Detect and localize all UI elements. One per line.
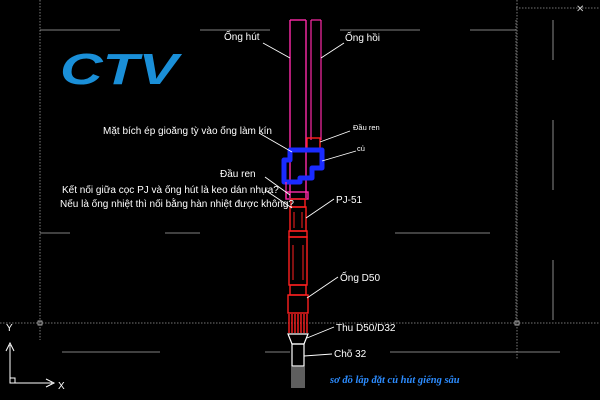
label-foot: Chõ 32 [334, 349, 367, 360]
pipe-assembly [281, 19, 325, 388]
label-elbow: củ [357, 144, 365, 153]
leader-elbow [321, 150, 357, 162]
foot-pipe-d32 [291, 343, 305, 367]
label-return-pipe: Ống hồi [345, 30, 380, 44]
label-pipe-d50: Ống D50 [340, 270, 380, 284]
ucs-x-label: X [58, 381, 65, 392]
label-thread-head: Đầu ren [220, 168, 256, 180]
label-thread-head-small: Đầu ren [353, 123, 380, 132]
pj-ring [288, 230, 308, 238]
leader-suction-pipe [262, 42, 291, 59]
leader-thread-head-small [319, 130, 351, 143]
grid-markers [37, 320, 520, 326]
grid-marker [37, 320, 43, 326]
reducer-fitting [287, 333, 309, 345]
label-question-line1: Kết nối giữa cọc PJ và ống hút là keo dá… [62, 184, 279, 196]
diagram-caption: sơ đồ lắp đặt củ hút giếng sâu [329, 375, 460, 386]
filter-screen [288, 314, 308, 333]
ucs-x-arrow [45, 378, 56, 388]
pj-body-upper [289, 206, 307, 232]
leader-pj [305, 198, 335, 219]
close-icon[interactable]: ✕ [576, 4, 584, 15]
label-flange-note: Mặt bích ép gioăng tỳ vào ống làm kín [103, 125, 272, 137]
leader-return-pipe [320, 42, 345, 59]
leader-foot [303, 353, 333, 357]
pipe-d50-body [288, 236, 308, 286]
ucs-y-arrow [5, 341, 15, 352]
leader-question [264, 189, 293, 209]
pipe-d50-lower [287, 294, 309, 314]
ctv-logo: CTV [60, 45, 183, 94]
label-reducer: Thu D50/D32 [336, 323, 396, 334]
leader-flange-note [258, 132, 293, 153]
label-suction-pipe: Ống hút [224, 29, 260, 43]
leader-thread-head [264, 176, 291, 196]
label-pj-51: PJ-51 [336, 195, 363, 206]
ucs-origin-box [9, 377, 16, 384]
label-question-line2: Nếu là ống nhiệt thì nối bằng hàn nhiệt … [60, 197, 294, 210]
ucs-axis-icon [5, 341, 56, 388]
foot-strainer [291, 366, 305, 388]
pipe-d50-joint [289, 284, 307, 296]
grid-lines [0, 0, 600, 360]
elbow-fitting [281, 147, 325, 185]
grid-marker [514, 320, 520, 326]
ctv-logo-text: CTV [60, 45, 183, 94]
leader-pipe-d50 [306, 276, 339, 299]
grid-dashes [40, 20, 560, 353]
ucs-y-label: Y [6, 323, 13, 334]
leader-lines [258, 42, 357, 357]
leader-reducer [306, 326, 335, 339]
